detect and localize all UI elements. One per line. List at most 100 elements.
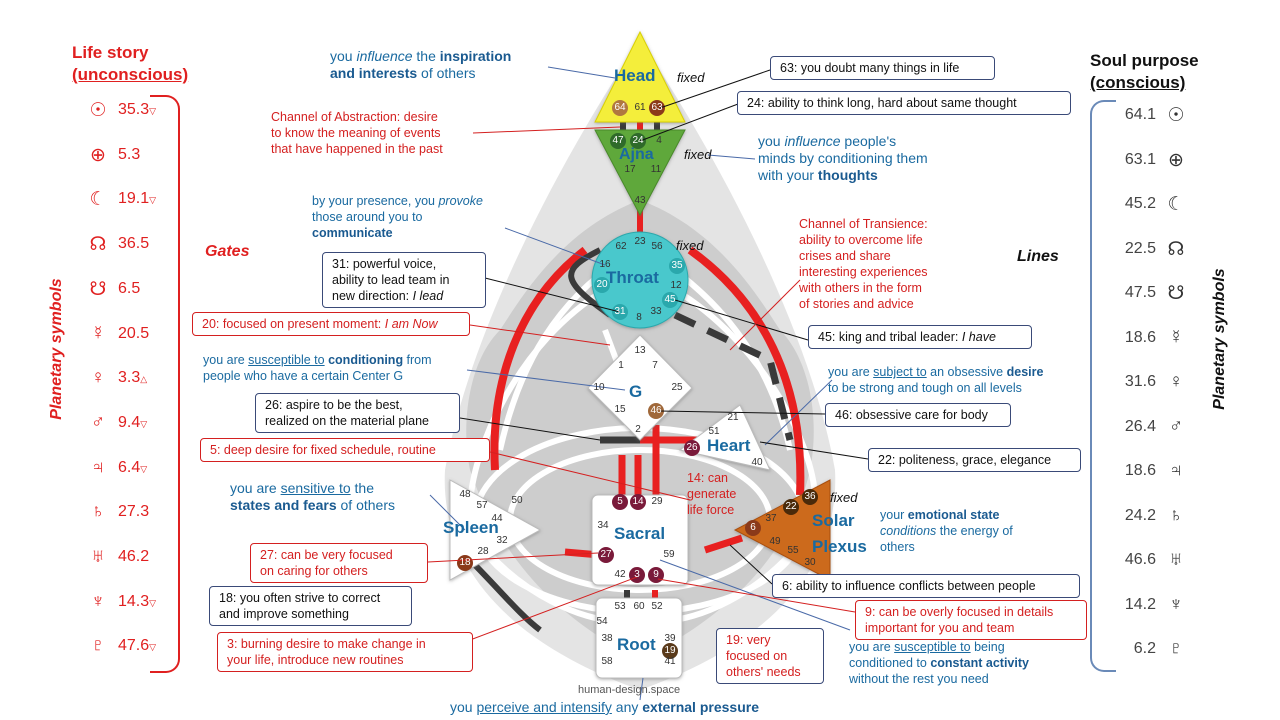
gate-value-text: 47.6 (118, 637, 150, 655)
gate-number: 22 (785, 501, 797, 512)
gate-value: 9.4▽ (118, 414, 147, 432)
line-value: 63.1 (1124, 150, 1156, 168)
gate-value-text: 35.3 (118, 101, 150, 118)
line-value: 18.6 (1124, 328, 1156, 346)
gate-number: 59 (663, 549, 675, 560)
gate-value: 6.5 (118, 280, 140, 298)
solar-plexus-label-line2: Plexus (812, 537, 867, 556)
moon-icon: ☾ (1167, 194, 1185, 215)
solar-plexus-label: Solar Plexus (812, 508, 867, 560)
gate-number: 3 (634, 569, 640, 580)
sacral-label: Sacral (614, 524, 666, 543)
gate-number: 10 (593, 382, 605, 393)
gate-number: 27 (600, 549, 612, 560)
gate-number: 30 (804, 557, 816, 568)
note-root-conditioning: you are susceptible to being conditioned… (849, 640, 1029, 686)
gate-number: 19 (664, 645, 676, 656)
box-gate-24: 24: ability to think long, hard about sa… (737, 91, 1071, 115)
note-g-conditioning: you are susceptible to conditioning from… (203, 353, 432, 383)
gate-value: 47.6▽ (118, 637, 156, 655)
gate-number: 18 (459, 557, 471, 568)
note-root-pressure: you perceive and intensify any external … (450, 699, 759, 715)
note-ajna-influence: you influence people's minds by conditio… (758, 133, 928, 183)
gate-number: 54 (596, 616, 608, 627)
gate-number: 5 (617, 496, 623, 507)
line-value: 31.6 (1124, 373, 1156, 390)
gate-value: 20.5 (118, 325, 149, 343)
box-gate-5: 5: deep desire for fixed schedule, routi… (200, 438, 490, 462)
gate-number: 45 (664, 294, 676, 305)
gate-value-text: 9.4 (118, 413, 141, 431)
line-value: 22.5 (1124, 239, 1156, 257)
box-gate-63: 63: you doubt many things in life (770, 56, 995, 80)
gate-number: 62 (615, 241, 627, 252)
root-label: Root (617, 635, 656, 654)
fixed-throat: fixed (676, 238, 704, 253)
gate-number: 13 (634, 345, 646, 356)
line-value: 64.1 (1124, 106, 1156, 123)
gate-number: 2 (635, 424, 641, 435)
gate-direction-mark: ▽ (140, 463, 148, 474)
moon-icon: ☾ (89, 189, 107, 211)
gate-number: 50 (511, 495, 523, 506)
line-value: 45.2 (1124, 195, 1156, 212)
venus-icon: ♀ (90, 367, 106, 389)
gate-number: 39 (664, 633, 676, 644)
soul-purpose-title-line1: Soul purpose (1090, 51, 1199, 70)
fixed-solar: fixed (830, 490, 858, 505)
line-value: 47.5 (1124, 284, 1156, 301)
gate-value: 36.5 (118, 235, 149, 253)
note-throat-provoke: by your presence, you provoke those arou… (312, 194, 483, 240)
gate-number: 29 (651, 496, 663, 507)
jupiter-icon: ♃ (1168, 460, 1184, 481)
gate-direction-mark: ▽ (149, 642, 157, 653)
gate-number: 48 (459, 489, 471, 500)
fixed-head: fixed (677, 70, 705, 85)
line-value: 46.6 (1124, 551, 1156, 568)
box-gate-22: 22: politeness, grace, elegance (868, 448, 1081, 472)
gate-number: 17 (624, 164, 636, 175)
gate-number: 38 (601, 633, 613, 644)
gate-value: 19.1▽ (118, 190, 156, 208)
spleen-center (449, 479, 542, 581)
box-gate-6: 6: ability to influence conflicts betwee… (772, 574, 1080, 598)
g-center (587, 334, 693, 441)
gate-number: 16 (599, 259, 611, 270)
saturn-icon: ♄ (1168, 504, 1184, 526)
gate-value: 27.3 (118, 503, 149, 521)
line-value: 24.2 (1124, 506, 1156, 524)
gate-value-text: 14.3 (118, 592, 150, 610)
left-bracket (150, 95, 180, 673)
spleen-label: Spleen (443, 518, 499, 537)
gate-value: 5.3 (118, 146, 140, 164)
line-value: 18.6 (1124, 462, 1156, 479)
gate-direction-mark: ▽ (149, 195, 157, 206)
soul-purpose-title: Soul purpose (conscious) (1090, 50, 1199, 94)
gate-value: 6.4▽ (118, 459, 147, 477)
neptune-icon: ♆ (90, 590, 106, 612)
gate-number: 23 (634, 236, 646, 247)
gate-number: 21 (727, 412, 739, 423)
gate-number: 6 (750, 522, 756, 533)
life-story-title-line2: (unconscious) (72, 65, 189, 84)
gate-direction-mark: △ (140, 374, 148, 385)
right-vertical-label: Planetary symbols (1211, 268, 1228, 410)
solar-plexus-label-line1: Solar (812, 511, 855, 530)
gate-direction-mark: ▽ (140, 418, 148, 429)
gate-number: 11 (650, 164, 662, 175)
gate-number: 63 (651, 102, 663, 113)
head-label: Head (614, 66, 656, 85)
gate-number: 14 (632, 496, 644, 507)
gate-number: 32 (496, 535, 508, 546)
gate-number: 8 (636, 312, 642, 323)
gate-number: 41 (664, 656, 676, 667)
gate-number: 25 (671, 382, 683, 393)
gate-number: 31 (614, 306, 626, 317)
gate-number: 40 (751, 457, 763, 468)
box-gate-46: 46: obsessive care for body (825, 403, 1011, 427)
gate-value-text: 46.2 (118, 548, 150, 565)
gate-number: 64 (614, 102, 626, 113)
